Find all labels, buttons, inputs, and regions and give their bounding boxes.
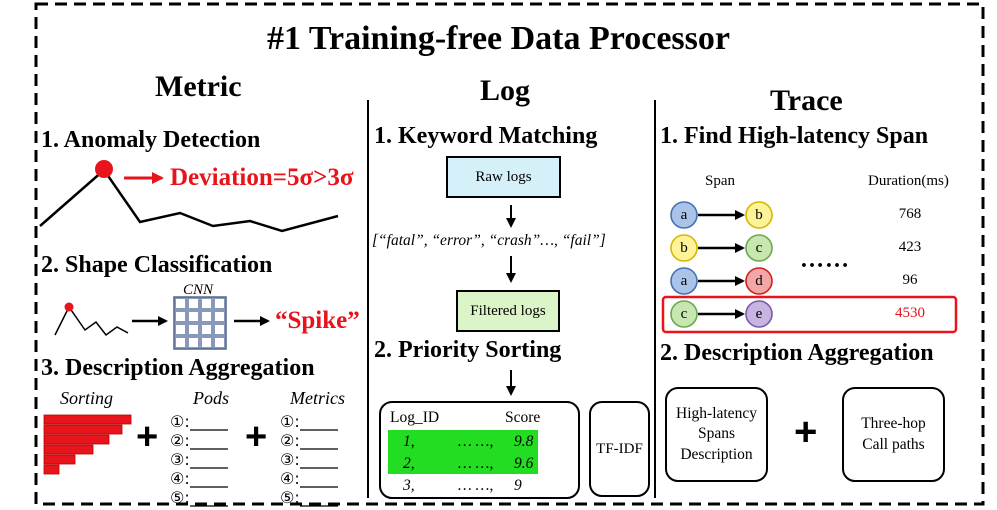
desc-box2: Three-hop Call paths <box>843 388 944 481</box>
metric-step3: 3. Description Aggregation <box>41 355 315 381</box>
span-node-to: d <box>755 272 763 289</box>
log-score-cell: 9.8 <box>514 433 534 450</box>
metrics-list-lines <box>300 429 338 507</box>
tfidf-label: TF-IDF <box>596 440 643 457</box>
metric-header: Metric <box>155 70 242 103</box>
trace-step1: 1. Find High-latency Span <box>660 123 929 149</box>
log-dots-cell: … …, <box>458 477 494 494</box>
main-title: #1 Training-free Data Processor <box>266 20 730 57</box>
desc-box2-line: Three-hop <box>861 414 926 432</box>
score-highlight <box>388 430 538 474</box>
desc-box1: High-latency Spans Description <box>666 388 767 481</box>
spike-mini-point <box>64 302 74 312</box>
plus-icon: + <box>794 410 818 454</box>
log-dots-cell: … …, <box>458 455 494 472</box>
col-duration: Duration(ms) <box>868 173 949 189</box>
raw-logs-box: Raw logs <box>446 156 561 198</box>
span-graph <box>670 201 773 328</box>
span-node-from: b <box>680 239 688 256</box>
list-marker: ⑤: <box>280 488 300 507</box>
log-step1: 1. Keyword Matching <box>374 123 598 149</box>
outer-dashed-frame <box>34 2 985 506</box>
list-marker: ③: <box>280 450 300 469</box>
spike-label: “Spike” <box>275 307 360 334</box>
filtered-logs-box: Filtered logs <box>456 290 560 332</box>
metrics-label: Metrics <box>290 388 345 408</box>
pods-list-lines <box>190 429 228 507</box>
span-duration: 423 <box>898 239 922 255</box>
col-score: Score <box>505 409 541 426</box>
span-node-from: c <box>680 305 688 322</box>
list-marker: ①: <box>170 412 190 431</box>
span-ellipsis: …… <box>800 247 850 273</box>
log-score-cell: 9 <box>514 477 522 494</box>
list-marker: ⑤: <box>170 488 190 507</box>
plus-icon: + <box>136 416 159 458</box>
desc-box1-frame <box>665 387 768 482</box>
tfidf-frame <box>589 401 650 497</box>
log-id-cell: 1, <box>403 433 415 450</box>
span-node-to: e <box>755 305 763 322</box>
list-marker: ②: <box>280 431 300 450</box>
metric-step2: 2. Shape Classification <box>41 252 273 278</box>
trace-header: Trace <box>770 84 843 117</box>
list-marker: ④: <box>280 469 300 488</box>
log-dots-cell: … …, <box>458 433 494 450</box>
spike-mini-plot <box>54 305 129 337</box>
anomaly-point <box>95 160 113 178</box>
log-header: Log <box>480 74 531 107</box>
span-duration: 768 <box>898 206 922 222</box>
log-id-cell: 3, <box>403 477 415 494</box>
col-span: Span <box>705 173 735 189</box>
keyword-list: [“fatal”, “error”, “crash”…, “fail”] <box>372 232 606 249</box>
cnn-label: CNN <box>183 282 214 298</box>
desc-box1-line: Description <box>680 445 753 463</box>
metric-step1: 1. Anomaly Detection <box>41 127 261 153</box>
desc-box2-line: Call paths <box>862 435 925 453</box>
span-node-from: a <box>680 206 688 223</box>
anomaly-line-plot <box>39 168 339 233</box>
list-marker: ③: <box>170 450 190 469</box>
log-id-cell: 2, <box>403 455 415 472</box>
log-step2: 2. Priority Sorting <box>374 337 562 363</box>
deviation-label: Deviation=5σ>3σ <box>170 164 354 191</box>
span-duration: 96 <box>902 272 918 288</box>
desc-box1-line: High-latency <box>676 405 757 423</box>
col-log-id: Log_ID <box>390 409 440 426</box>
desc-box2-frame <box>842 387 945 482</box>
list-marker: ①: <box>280 412 300 431</box>
span-duration: 4530 <box>895 305 925 321</box>
span-node-to: c <box>755 239 763 256</box>
span-node-to: b <box>755 206 763 223</box>
high-latency-highlight <box>661 295 958 334</box>
cnn-grid-icon <box>173 296 227 350</box>
sorting-bars-icon <box>43 414 132 475</box>
list-marker: ②: <box>170 431 190 450</box>
log-score-cell: 9.6 <box>514 455 534 472</box>
span-node-from: a <box>680 272 688 289</box>
pods-label: Pods <box>193 388 229 408</box>
plus-icon: + <box>245 416 268 458</box>
desc-box1-line: Spans <box>697 425 736 443</box>
sorting-label: Sorting <box>60 388 114 408</box>
list-marker: ④: <box>170 469 190 488</box>
trace-step2: 2. Description Aggregation <box>660 340 934 366</box>
